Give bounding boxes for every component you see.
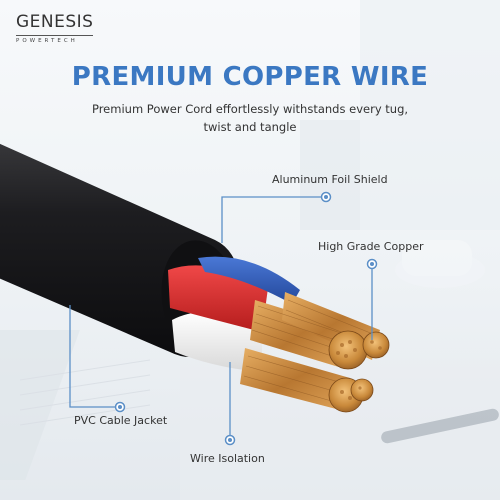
callout-high-grade-copper: High Grade Copper [318,240,424,253]
callout-aluminum-foil-shield: Aluminum Foil Shield [272,173,388,186]
red-wire [168,265,268,332]
callout-pvc-cable-jacket: PVC Cable Jacket [74,414,168,427]
callout-wire-isolation: Wire Isolation [190,452,265,465]
copper-strands [240,292,390,413]
subtitle-line-1: Premium Power Cord effortlessly withstan… [91,102,409,116]
subtitle-line-2: twist and tangle [203,120,297,134]
logo-divider [16,35,93,36]
white-wire [172,312,262,372]
blue-wire [198,256,300,304]
headline-title: PREMIUM COPPER WIRE [71,62,429,92]
brand-name: GENESIS [16,12,94,32]
headline-subtitle: Premium Power Cord effortlessly withstan… [0,100,500,136]
brand-logo: GENESIS POWERTECH [16,12,96,44]
brand-tagline: POWERTECH [16,38,78,44]
